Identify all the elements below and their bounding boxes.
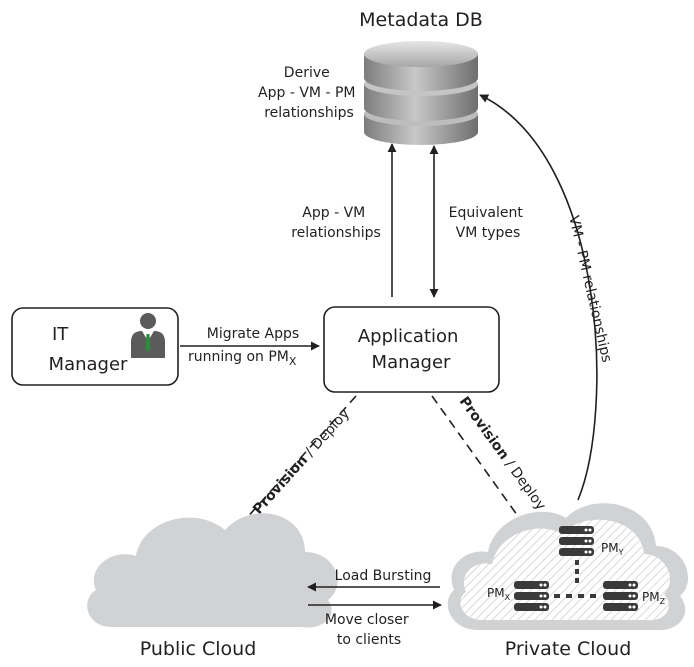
provision-private-arrow bbox=[431, 395, 531, 534]
load-bursting-label: Load Bursting bbox=[335, 568, 432, 584]
it-manager-box bbox=[11, 307, 179, 386]
migrate-label-line2: running on PMX bbox=[188, 349, 297, 368]
cloud-icon bbox=[87, 513, 338, 628]
pm-x-label: PMX bbox=[487, 586, 511, 602]
database-icon bbox=[364, 41, 478, 145]
application-manager-label: Application Manager bbox=[358, 326, 464, 373]
public-cloud-label: Public Cloud bbox=[140, 638, 257, 660]
pm-y-label: PMY bbox=[601, 541, 624, 557]
metadata-db-title: Metadata DB bbox=[359, 9, 483, 31]
app-vm-label: App - VM relationships bbox=[291, 205, 381, 241]
derive-label: Derive App - VM - PM relationships bbox=[258, 65, 360, 121]
it-manager-label: IT Manager bbox=[49, 324, 128, 375]
vm-pm-arrow bbox=[479, 94, 598, 501]
server-interconnect bbox=[554, 560, 596, 598]
private-cloud-label: Private Cloud bbox=[505, 638, 632, 660]
vm-pm-label: VM - PM relationships bbox=[565, 214, 614, 364]
move-closer-label: Move closer to clients bbox=[325, 612, 413, 648]
equivalent-vm-label: Equivalent VM types bbox=[449, 205, 528, 241]
provision-public-label: Provision / Deploy bbox=[250, 406, 353, 518]
server-rack-icon bbox=[559, 526, 594, 556]
server-rack-icon bbox=[603, 581, 638, 611]
pm-z-label: PMZ bbox=[642, 590, 666, 606]
migrate-label: Migrate Apps bbox=[207, 326, 299, 342]
businessman-icon bbox=[131, 313, 165, 358]
server-rack-icon bbox=[514, 581, 549, 611]
private-cloud-shape bbox=[447, 503, 689, 631]
application-manager-box bbox=[323, 306, 500, 393]
